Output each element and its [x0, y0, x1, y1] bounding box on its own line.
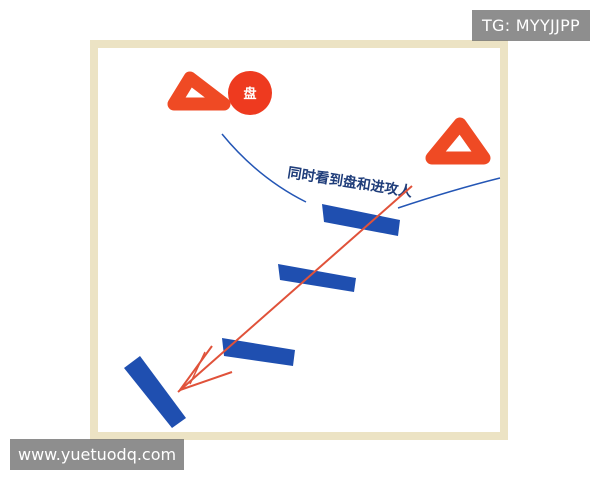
telegram-watermark: TG: MYYJJPP [471, 10, 590, 41]
sight-line-left [221, 133, 307, 203]
triangle-marker-left [167, 71, 231, 111]
defender-bar-1 [322, 204, 400, 236]
website-watermark: www.yuetuodq.com [10, 439, 185, 470]
caption-text: 同时看到盘和进攻人 [286, 164, 414, 201]
drawing-paper [98, 48, 500, 432]
movement-arrow-line [177, 185, 413, 393]
sight-line-right [397, 177, 501, 209]
picture-frame [90, 40, 508, 440]
triangle-marker-right [425, 117, 491, 165]
disc-marker [228, 71, 272, 115]
disc-label: 盘 [243, 86, 256, 102]
defender-bar-2 [278, 264, 356, 292]
defender-bar-3 [222, 338, 295, 366]
defender-bar-4 [124, 356, 186, 428]
movement-arrow-head-inner [189, 351, 206, 385]
